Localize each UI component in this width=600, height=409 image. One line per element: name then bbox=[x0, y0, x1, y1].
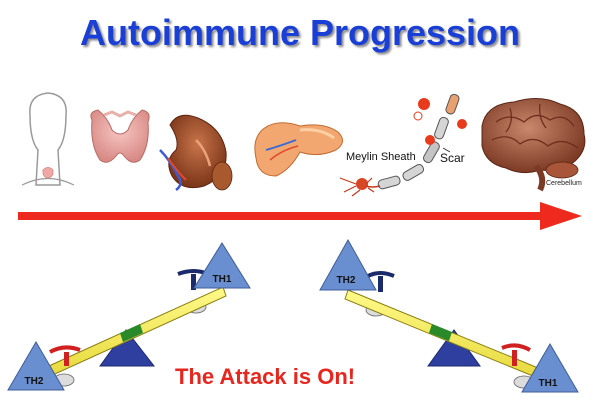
thyroid-icon bbox=[90, 109, 150, 163]
axon-myelin-icon bbox=[365, 93, 460, 190]
th2-triangle: TH2 bbox=[319, 238, 377, 291]
th1-label-right: TH1 bbox=[539, 378, 558, 389]
cerebellum-label: Cerebellum bbox=[546, 180, 582, 187]
th2-triangle: TH2 bbox=[7, 341, 65, 391]
neck-thyroid-icon bbox=[21, 92, 75, 186]
scar-label: Scar bbox=[440, 151, 465, 165]
th2-label-left: TH2 bbox=[25, 376, 44, 387]
brain-icon: Cerebellum bbox=[481, 98, 586, 192]
myelin-sheath-label: Meylin Sheath bbox=[346, 151, 416, 163]
stomach-icon bbox=[159, 114, 233, 191]
progression-arrow bbox=[18, 202, 582, 230]
seesaw-left: TH1 TH2 bbox=[7, 242, 251, 391]
attack-caption: The Attack is On! bbox=[175, 364, 356, 389]
pancreas-icon bbox=[254, 122, 343, 177]
th2-label-right: TH2 bbox=[337, 275, 356, 286]
th1-triangle: TH1 bbox=[193, 242, 251, 289]
nerve-cell-icon: Meylin Sheath Scar bbox=[339, 93, 467, 197]
seesaw-right: TH2 TH1 bbox=[319, 238, 579, 393]
th1-label-left: TH1 bbox=[213, 274, 232, 285]
neuron-body-icon bbox=[339, 177, 375, 197]
th1-triangle: TH1 bbox=[521, 343, 579, 393]
slide-title: Autoimmune Progression bbox=[79, 12, 521, 53]
immune-cell-icon bbox=[413, 98, 467, 145]
